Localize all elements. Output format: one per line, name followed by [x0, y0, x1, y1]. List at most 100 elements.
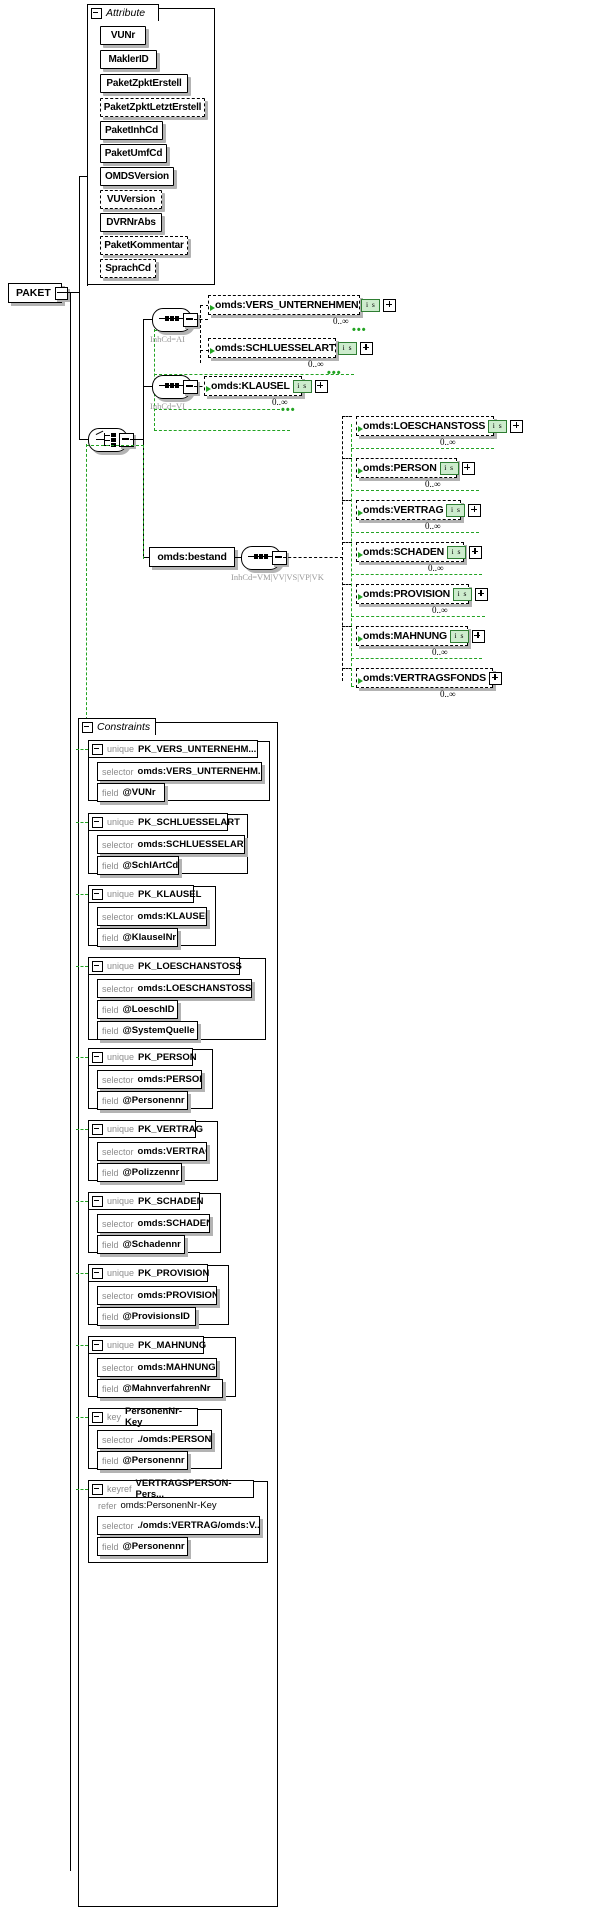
dashed-connector [194, 386, 208, 387]
collapse-icon-constraints[interactable] [82, 721, 93, 733]
constraint-row-field[interactable]: field @ProvisionsID [97, 1307, 196, 1326]
element-label: omds:SCHLUESSELART [215, 342, 336, 354]
constraint-row-field[interactable]: field @Personennr [97, 1091, 188, 1110]
element-vers-unternehmen[interactable]: omds:VERS_UNTERNEHMEN i s [208, 295, 397, 315]
expand-icon[interactable] [475, 587, 489, 601]
connector [70, 292, 72, 752]
collapse-icon[interactable] [92, 1195, 103, 1207]
element-person[interactable]: omds:PERSON i s [356, 458, 475, 478]
constraint-header-3[interactable]: unique PK_LOESCHANSTOSS [88, 957, 242, 975]
attribute-paketzpkterstell[interactable]: PaketZpktErstell [100, 74, 188, 93]
collapse-icon-attribute[interactable] [91, 7, 102, 19]
constraint-row-selector[interactable]: selector ./omds:PERSON [97, 1430, 212, 1449]
element-bestand[interactable]: omds:bestand [149, 547, 235, 567]
attribute-label: MaklerID [108, 54, 149, 65]
attribute-sprachcd[interactable]: SprachCd [100, 259, 156, 278]
collapse-icon-sequence-ai[interactable] [183, 313, 198, 327]
constraint-row-selector[interactable]: selector omds:PERSON [97, 1070, 202, 1089]
constraint-row-field[interactable]: field @Personennr [97, 1537, 188, 1556]
connector [79, 439, 88, 441]
constraint-row-selector[interactable]: selector omds:VERTRAG [97, 1142, 207, 1161]
constraints-group-tab[interactable]: Constraints [78, 718, 156, 735]
row-value: omds:SCHLUESSELART [137, 839, 245, 850]
constraint-row-selector[interactable]: selector ./omds:VERTRAG/omds:V... [97, 1516, 260, 1535]
element-schaden[interactable]: omds:SCHADEN i s [356, 542, 483, 562]
constraint-header-8[interactable]: unique PK_MAHNUNG [88, 1336, 206, 1354]
element-klausel[interactable]: omds:KLAUSEL i s [204, 376, 328, 396]
attribute-omdsversion[interactable]: OMDSVersion [100, 167, 174, 186]
constraint-header-10[interactable]: keyref VERTRAGSPERSON-Pers... [88, 1478, 254, 1500]
attribute-vuversion[interactable]: VUVersion [100, 190, 162, 209]
constraint-row-selector[interactable]: selector omds:MAHNUNG [97, 1358, 217, 1377]
collapse-icon[interactable] [92, 1483, 103, 1495]
collapse-icon[interactable] [92, 1123, 103, 1135]
element-mahnung[interactable]: omds:MAHNUNG i s [356, 626, 485, 646]
sequence-glyph [159, 316, 183, 321]
cardinality-klausel: 0..∞ [272, 397, 288, 407]
expand-icon[interactable] [461, 461, 475, 475]
constraint-row-field[interactable]: field @Personennr [97, 1451, 188, 1470]
expand-icon[interactable] [468, 503, 482, 517]
attribute-paketkommentar[interactable]: PaketKommentar [100, 236, 188, 255]
constraint-header-5[interactable]: unique PK_VERTRAG [88, 1120, 203, 1138]
collapse-icon-sequence-vi[interactable] [183, 380, 198, 394]
constraint-row-field[interactable]: field @VUNr [97, 783, 165, 802]
root-element-paket[interactable]: PAKET [8, 283, 68, 303]
green-marker [358, 636, 363, 642]
attribute-paketzpktletzterstell[interactable]: PaketZpktLetztErstell [100, 98, 205, 117]
sequence-compositor-bestand[interactable] [241, 546, 287, 570]
constraint-row-selector[interactable]: selector omds:LOESCHANSTOSS [97, 979, 252, 998]
collapse-icon[interactable] [92, 960, 103, 972]
constraint-header-7[interactable]: unique PK_PROVISION [88, 1264, 209, 1282]
expand-icon[interactable] [314, 379, 328, 393]
attribute-vunr[interactable]: VUNr [100, 26, 146, 45]
constraint-row-field[interactable]: field @Schadennr [97, 1235, 185, 1254]
constraint-row-selector[interactable]: selector omds:VERS_UNTERNEHM... [97, 762, 262, 781]
attribute-paketinhcd[interactable]: PaketInhCd [100, 121, 163, 140]
expand-icon[interactable] [489, 671, 502, 685]
collapse-icon[interactable] [92, 816, 103, 828]
collapse-icon[interactable] [92, 1267, 103, 1279]
constraint-header-9[interactable]: key PersonenNr-Key [88, 1406, 198, 1428]
constraint-row-field[interactable]: field @LoeschID [97, 1000, 178, 1019]
constraint-row-field[interactable]: field @MahnverfahrenNr [97, 1379, 223, 1398]
element-loeschanstoss[interactable]: omds:LOESCHANSTOSS i s [356, 416, 524, 436]
sequence-label-vi: InhCd=VI [150, 401, 186, 411]
attribute-paketumfcd[interactable]: PaketUmfCd [100, 144, 167, 163]
expand-icon[interactable] [471, 629, 485, 643]
element-vertrag[interactable]: omds:VERTRAG i s [356, 500, 482, 520]
constraint-header-6[interactable]: unique PK_SCHADEN [88, 1192, 204, 1210]
sequence-compositor-ai[interactable] [152, 308, 198, 332]
constraint-row-field[interactable]: field @SchlArtCd [97, 856, 179, 875]
element-vertragsfonds[interactable]: omds:VERTRAGSFONDS [356, 668, 502, 688]
sequence-compositor-vi[interactable] [152, 375, 198, 399]
constraint-row-selector[interactable]: selector omds:PROVISION [97, 1286, 217, 1305]
choice-compositor[interactable] [88, 428, 134, 452]
attribute-maklerid[interactable]: MaklerID [100, 50, 157, 69]
expand-icon[interactable] [469, 545, 483, 559]
constraint-row-selector[interactable]: selector omds:KLAUSEL [97, 907, 207, 926]
collapse-icon[interactable] [92, 888, 103, 900]
constraint-row-selector[interactable]: selector omds:SCHLUESSELART [97, 835, 245, 854]
constraint-row-field[interactable]: field @KlauselNr [97, 928, 178, 947]
constraint-header-1[interactable]: unique PK_SCHLUESSELART [88, 813, 240, 831]
attribute-group-tab[interactable]: Attribute [87, 4, 159, 21]
constraint-row-selector[interactable]: selector omds:SCHADEN [97, 1214, 210, 1233]
constraint-header-4[interactable]: unique PK_PERSON [88, 1048, 197, 1066]
element-provision[interactable]: omds:PROVISION i s [356, 584, 489, 604]
collapse-icon-sequence-bestand[interactable] [272, 551, 287, 565]
element-schluesselart[interactable]: omds:SCHLUESSELART i s [208, 338, 374, 358]
expand-icon[interactable] [383, 298, 397, 312]
constraint-header-2[interactable]: unique PK_KLAUSEL [88, 885, 201, 903]
constraint-row-field[interactable]: field @SystemQuelle [97, 1021, 198, 1040]
expand-icon[interactable] [510, 419, 524, 433]
constraint-row-field[interactable]: field @Polizzennr [97, 1163, 182, 1182]
expand-icon[interactable] [360, 341, 374, 355]
collapse-icon[interactable] [92, 1339, 103, 1351]
collapse-icon[interactable] [92, 1051, 103, 1063]
attribute-dvrnrabs[interactable]: DVRNrAbs [100, 213, 162, 232]
collapse-icon[interactable] [92, 743, 103, 755]
collapse-icon[interactable] [92, 1411, 103, 1423]
constraint-header-0[interactable]: unique PK_VERS_UNTERNEHM... [88, 740, 258, 758]
row-kind: field [102, 932, 119, 943]
